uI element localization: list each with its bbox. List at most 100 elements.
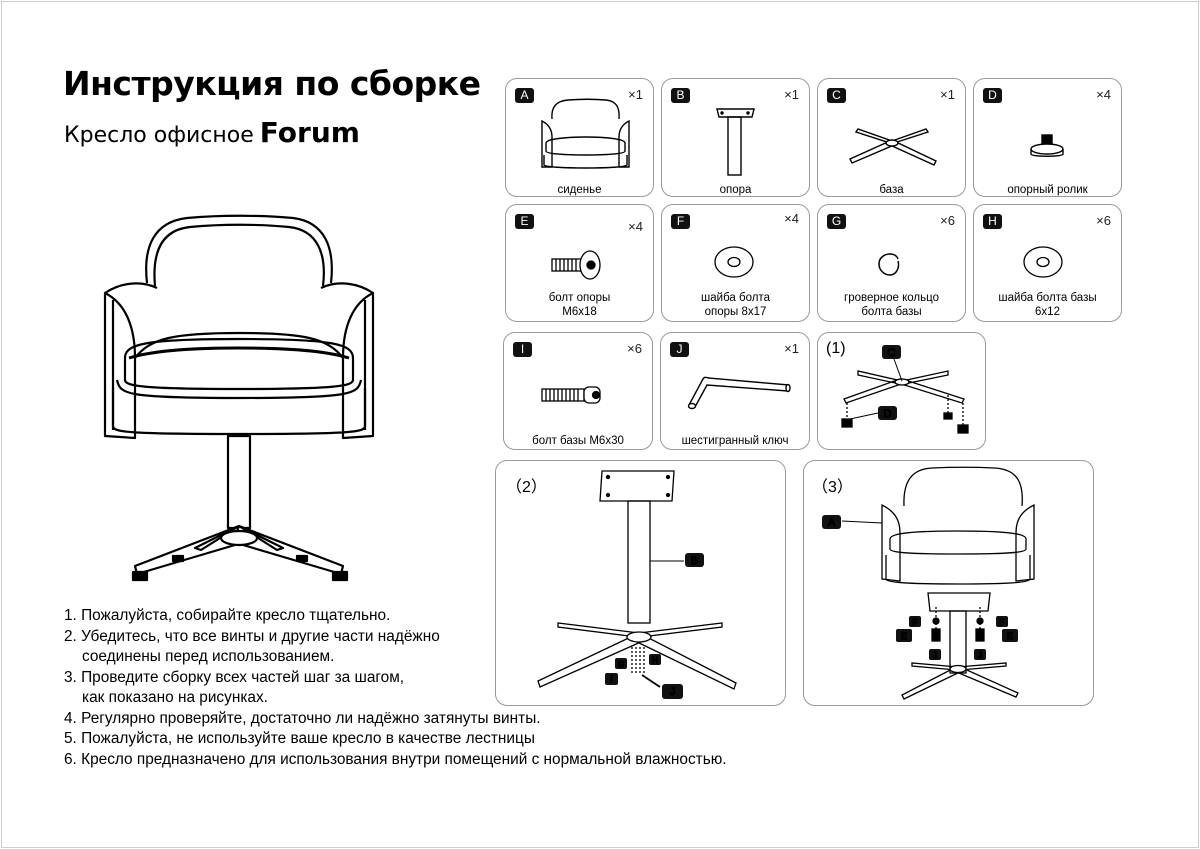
part-id-badge: I <box>513 342 532 357</box>
part-label-line2: M6x18 <box>562 306 597 318</box>
step-2-card: B G H I J （2） <box>495 460 786 706</box>
callout-badge <box>605 673 618 685</box>
part-id-badge: F <box>671 214 690 229</box>
bolt-icon <box>551 250 601 280</box>
callout-label: J <box>670 686 676 698</box>
part-card-d: D ×4 опорный ролик <box>973 78 1122 197</box>
part-card-i: I ×6 болт базы M6x30 <box>503 332 653 450</box>
callout-badge <box>882 345 901 359</box>
callout-badge <box>822 515 841 529</box>
part-quantity: ×4 <box>784 211 799 226</box>
part-label: шайба болта <box>701 292 770 304</box>
part-label: гроверное кольцо <box>844 292 939 304</box>
step-1-diagram: C D <box>841 345 969 434</box>
part-label: опора <box>719 184 752 196</box>
step-3-diagram: A F F E E J J <box>822 466 1035 700</box>
subtitle-product: Кресло офисное <box>64 123 254 148</box>
part-id-badge: D <box>983 88 1002 103</box>
hex-key-icon <box>687 376 791 410</box>
part-label: сиденье <box>557 184 602 196</box>
page-title: Инструкция по сборке <box>63 64 481 103</box>
part-card-a: A ×1 сиденье <box>505 78 654 197</box>
part-card-b: B ×1 опора <box>661 78 810 197</box>
long-bolt-icon <box>541 386 601 404</box>
callout-badge <box>662 684 683 699</box>
part-card-j: J ×1 шестигранный ключ <box>660 332 810 450</box>
part-card-h: H ×6 шайба болта базы 6x12 <box>973 204 1122 322</box>
part-quantity: ×4 <box>1096 87 1111 102</box>
part-card-f: F ×4 шайба болта опоры 8x17 <box>661 204 810 322</box>
part-id-badge: J <box>670 342 689 357</box>
subtitle-model: Forum <box>259 116 360 149</box>
part-label-line2: болта базы <box>861 306 922 318</box>
instruction-line: 4. Регулярно проверяйте, достаточно ли н… <box>64 709 541 727</box>
callout-badge <box>896 629 912 642</box>
part-id-badge: C <box>827 88 846 103</box>
step-caption: （2） <box>506 479 547 496</box>
part-quantity: ×1 <box>784 341 799 356</box>
callout-badge <box>878 406 897 420</box>
step-3-card: A F F E E J J （3） <box>803 460 1094 706</box>
callout-badge <box>909 616 921 627</box>
washer-icon <box>714 246 754 278</box>
part-quantity: ×6 <box>940 213 955 228</box>
part-card-e: E ×4 болт опоры M6x18 <box>505 204 654 322</box>
step-caption: （3） <box>812 479 853 496</box>
instruction-line: 3. Проведите сборку всех частей шаг за ш… <box>64 668 405 686</box>
instructions-list: 1. Пожалуйста, собирайте кресло тщательн… <box>64 606 727 770</box>
step-2-diagram: B G H I J <box>537 470 737 699</box>
washer-icon <box>1023 246 1063 278</box>
part-label: болт опоры <box>548 292 611 304</box>
part-quantity: ×4 <box>628 219 643 234</box>
instruction-line: соединены перед использованием. <box>82 648 335 665</box>
callout-label: E <box>1007 631 1013 641</box>
part-label-line2: 6x12 <box>1035 306 1060 318</box>
part-quantity: ×1 <box>784 87 799 102</box>
part-quantity: ×6 <box>627 341 642 356</box>
instruction-line: 6. Кресло предназначено для использовани… <box>64 750 727 768</box>
callout-label: A <box>828 517 836 529</box>
callout-label: J <box>933 651 937 660</box>
callout-badge <box>1002 629 1018 642</box>
callout-badge <box>649 654 661 665</box>
chair-illustration <box>103 214 375 582</box>
instruction-line: 2. Убедитесь, что все винты и другие час… <box>64 627 440 645</box>
callout-label: D <box>884 408 892 420</box>
part-label: болт базы M6x30 <box>532 435 624 447</box>
callout-badge <box>929 649 941 660</box>
part-label-line2: опоры 8x17 <box>704 306 767 318</box>
part-label: опорный ролик <box>1007 184 1088 196</box>
part-id-badge: G <box>827 214 846 229</box>
part-id-badge: B <box>671 88 690 103</box>
step-1-card: C D (1) <box>817 332 986 450</box>
callout-label: G <box>618 660 624 669</box>
instruction-line: 1. Пожалуйста, собирайте кресло тщательн… <box>64 607 391 624</box>
part-id-badge: H <box>983 214 1002 229</box>
part-label: шайба болта базы <box>998 292 1097 304</box>
part-quantity: ×1 <box>628 87 643 102</box>
part-label: база <box>879 184 904 196</box>
part-card-g: G ×6 гроверное кольцо болта базы <box>817 204 966 322</box>
callout-label: E <box>901 631 907 641</box>
step-caption: (1) <box>826 340 846 357</box>
callout-label: H <box>652 656 658 665</box>
part-id-badge: A <box>515 88 534 103</box>
part-quantity: ×1 <box>940 87 955 102</box>
callout-label: I <box>610 674 613 684</box>
callout-badge <box>996 616 1008 627</box>
spring-ring-icon <box>878 253 900 276</box>
part-quantity: ×6 <box>1096 213 1111 228</box>
callout-label: F <box>913 618 918 627</box>
part-card-c: C ×1 база <box>817 78 966 197</box>
callout-badge <box>685 553 704 567</box>
callout-badge <box>615 658 627 669</box>
callout-label: B <box>691 555 698 567</box>
glide-icon <box>1030 134 1064 157</box>
column-icon <box>716 108 755 176</box>
callout-label: C <box>888 347 896 359</box>
instruction-line: как показано на рисунках. <box>82 689 268 706</box>
base-icon <box>849 128 937 166</box>
part-id-badge: E <box>515 214 534 229</box>
